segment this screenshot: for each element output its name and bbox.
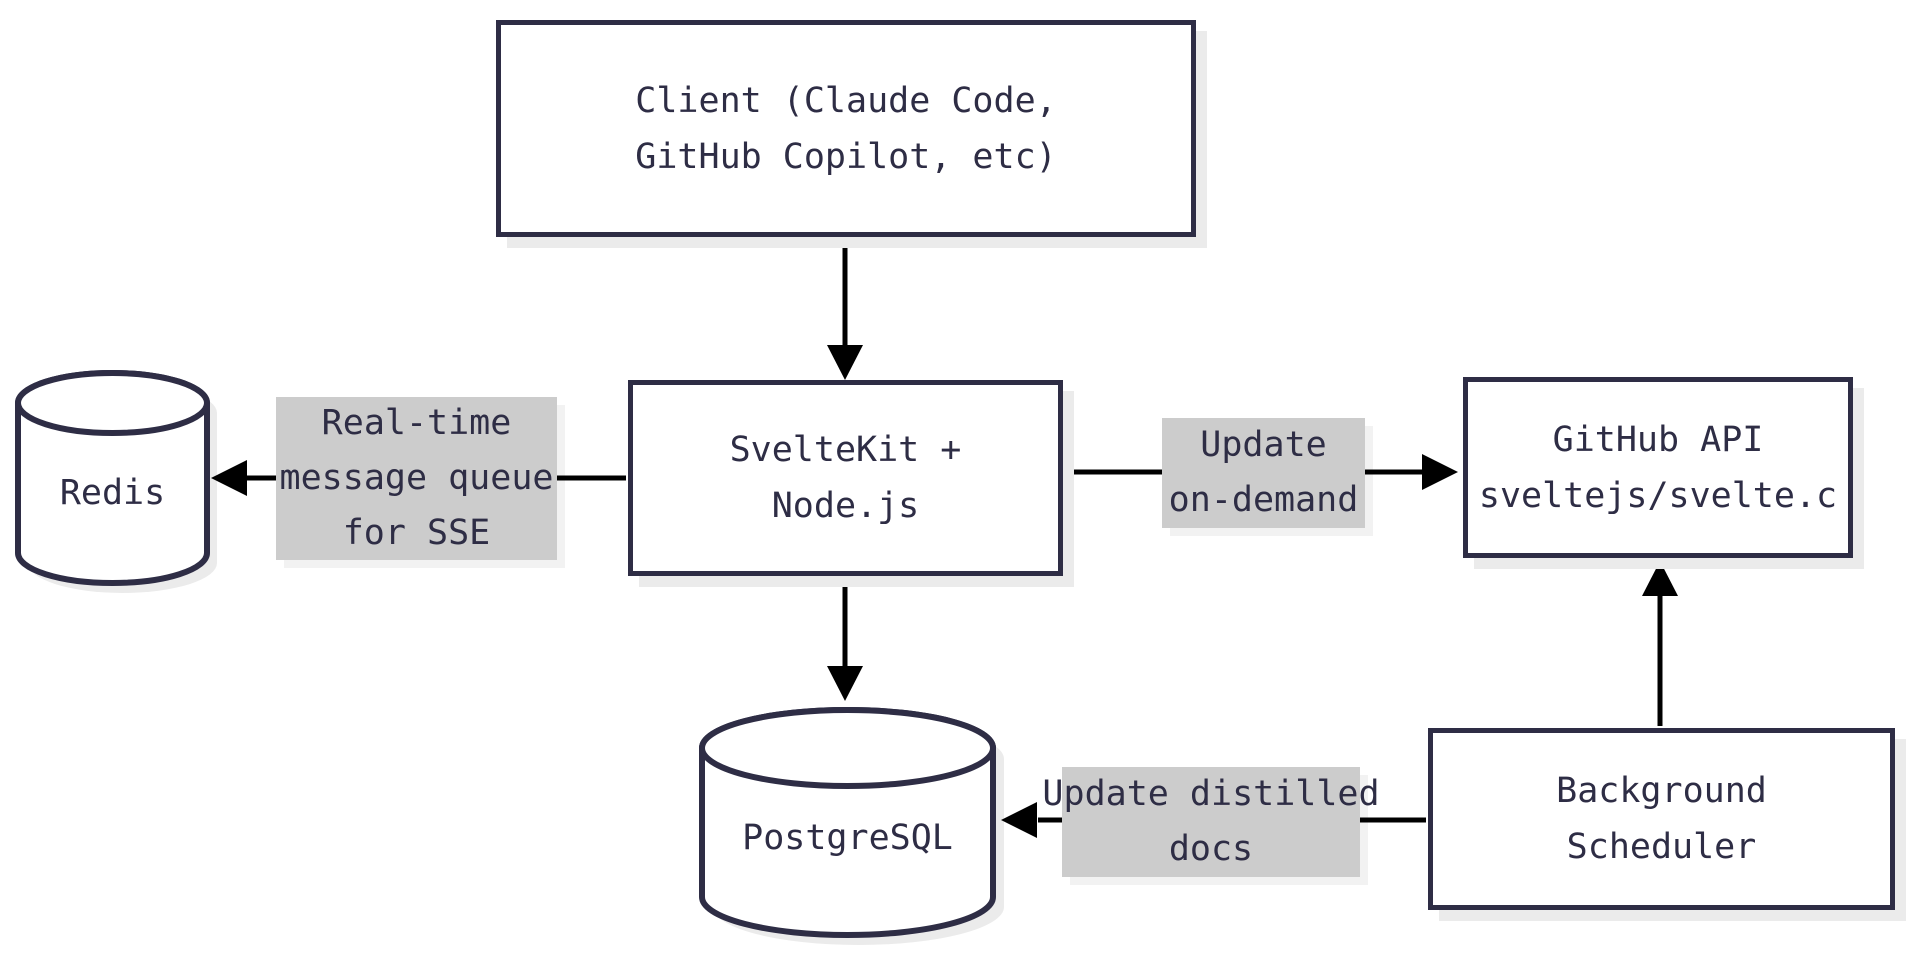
edge-label-line: Real-time (321, 403, 512, 443)
edge-label-line: message queue (279, 458, 554, 498)
redis-cylinder-rim (15, 370, 210, 436)
node-redis-label: Redis (59, 473, 166, 513)
node-sveltekit-line: Node.js (771, 486, 920, 526)
arrow-client-to-sveltekit (827, 240, 863, 380)
arrowhead-down-icon (827, 345, 863, 380)
node-background-scheduler-line: Scheduler (1566, 827, 1757, 867)
arrowhead-down-icon (827, 666, 863, 701)
node-client-line: GitHub Copilot, etc) (635, 136, 1057, 177)
redis-cylinder (15, 370, 217, 593)
edge-label-line: Update (1200, 425, 1327, 465)
node-postgresql-label: PostgreSQL (742, 818, 953, 858)
node-background-scheduler-line: Background (1556, 771, 1767, 811)
edge-label-line: for SSE (342, 513, 491, 553)
arrowhead-right-icon (1422, 454, 1458, 490)
node-sveltekit: SvelteKit + Node.js (628, 380, 1063, 576)
edge-label-update-on-demand: Update on-demand (1162, 418, 1365, 528)
node-github-api-line: GitHub API (1552, 419, 1764, 460)
arrow-sveltekit-to-postgresql (827, 578, 863, 701)
arrowhead-left-icon (1001, 802, 1037, 838)
node-client: Client (Claude Code, GitHub Copilot, etc… (496, 20, 1196, 237)
postgresql-cylinder-rim (699, 707, 996, 789)
arrowhead-up-icon (1642, 561, 1678, 596)
postgresql-cylinder (699, 707, 1004, 945)
node-sveltekit-line: SvelteKit + (729, 430, 962, 470)
node-background-scheduler: Background Scheduler (1428, 728, 1895, 910)
node-github-api: GitHub API sveltejs/svelte.c (1463, 377, 1853, 558)
edge-label-line: on-demand (1168, 480, 1359, 520)
edge-label-line: Update distilled (1042, 774, 1380, 814)
edge-label-update-distilled-docs: Update distilled docs (1042, 767, 1380, 877)
arrowhead-left-icon (211, 460, 247, 496)
edge-label-line: docs (1168, 829, 1254, 869)
edge-label-realtime-queue: Real-time message queue for SSE (276, 397, 557, 560)
node-github-api-line: sveltejs/svelte.c (1478, 475, 1838, 516)
node-client-line: Client (Claude Code, (635, 80, 1057, 121)
arrow-scheduler-to-github (1642, 561, 1678, 726)
